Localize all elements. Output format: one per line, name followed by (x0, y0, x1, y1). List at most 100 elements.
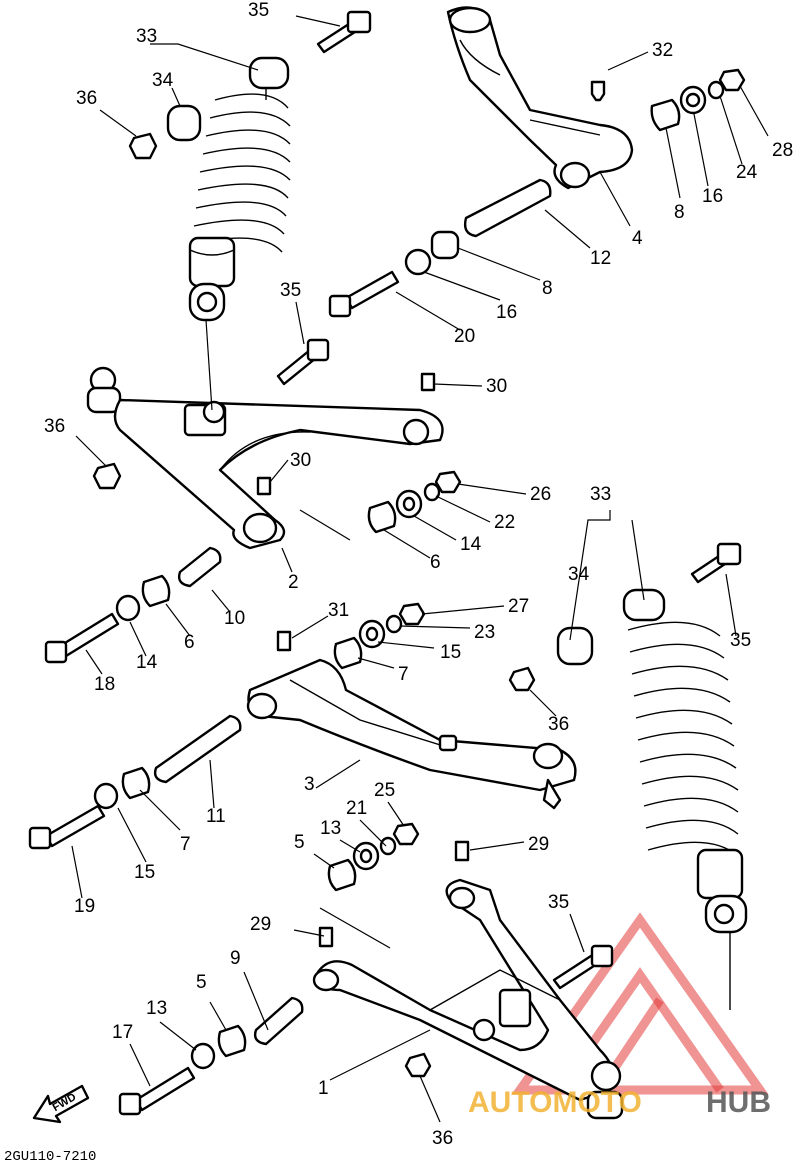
bushing-34-right (556, 626, 594, 666)
callout-16-mid: 16 (496, 302, 517, 323)
washer-16-mid (404, 248, 432, 276)
washer-21 (379, 836, 397, 856)
callout-8-top: 8 (674, 202, 685, 223)
callout-29-right: 29 (528, 834, 549, 855)
washer-14-left (115, 594, 141, 622)
nut-36-mid (92, 462, 122, 490)
bushing-6-right (367, 500, 397, 534)
callout-5-right: 5 (294, 832, 305, 853)
leader-lines (71, 15, 769, 1123)
callout-4: 4 (632, 228, 643, 249)
callout-15-right: 15 (440, 642, 461, 663)
callout-35-right: 35 (730, 630, 751, 651)
bushing-7-left (121, 766, 151, 800)
callout-32: 32 (652, 40, 673, 61)
bushing-7-right (333, 636, 363, 670)
grease-nipple-30-a (420, 372, 436, 392)
bolt-19 (44, 804, 106, 848)
callout-13-right: 13 (320, 818, 341, 839)
callout-6-left: 6 (184, 632, 195, 653)
bushing-8-upper (650, 98, 681, 132)
callout-1: 1 (318, 1078, 329, 1099)
callout-36-mid: 36 (44, 416, 65, 437)
callout-33-left: 33 (136, 26, 157, 47)
callout-17: 17 (112, 1022, 133, 1043)
callout-6-right: 6 (430, 552, 441, 573)
callout-27: 27 (508, 596, 529, 617)
shaft-10 (177, 546, 222, 588)
callout-10: 10 (224, 608, 245, 629)
callout-3: 3 (304, 774, 315, 795)
arm-3 (246, 658, 577, 810)
washer-22 (423, 482, 441, 502)
callout-21: 21 (346, 798, 367, 819)
callout-11: 11 (206, 806, 226, 827)
washer-23 (385, 614, 403, 634)
callout-18: 18 (94, 674, 115, 695)
callout-26: 26 (530, 484, 551, 505)
bolt-18 (58, 612, 120, 658)
nut-26 (434, 470, 462, 494)
grease-nipple-30-b (256, 476, 272, 496)
watermark-text-a: AUTOMOTO (468, 1086, 642, 1119)
washer-15-left (93, 782, 119, 810)
fwd-arrow (32, 1084, 90, 1124)
figure-code: 2GU110-7210 (4, 1149, 96, 1165)
callout-34-left: 34 (152, 70, 174, 91)
callout-9: 9 (230, 948, 241, 969)
callout-33-right: 33 (590, 484, 611, 505)
callout-28: 28 (772, 140, 793, 161)
callout-labels: 35 33 34 36 32 28 24 16 8 4 12 8 16 20 3… (44, 0, 793, 1149)
bolt-20 (344, 270, 400, 310)
washer-13-left (190, 1042, 216, 1070)
callout-12: 12 (590, 248, 611, 269)
callout-29-left: 29 (250, 914, 271, 935)
callout-30-mid: 30 (290, 450, 311, 471)
callout-16-top: 16 (702, 186, 723, 207)
callout-35-mid: 35 (280, 280, 301, 301)
callout-5-left: 5 (196, 972, 207, 993)
grease-nipple-29-left (318, 926, 334, 948)
shock-absorber-upper-left (188, 56, 291, 322)
nut-36 (128, 132, 158, 160)
bushing-5-right (327, 858, 357, 892)
nut-36-lower (404, 1052, 432, 1078)
callout-35-top: 35 (248, 0, 269, 21)
callout-30-top: 30 (486, 376, 507, 397)
watermark-text-b: HUB (706, 1086, 771, 1119)
shaft-9 (253, 996, 304, 1046)
nut-25 (392, 822, 420, 846)
callout-20: 20 (454, 326, 475, 347)
nut-28 (718, 68, 746, 92)
arm-4 (446, 6, 634, 190)
callout-7-right: 7 (398, 664, 409, 685)
callout-35-lower: 35 (548, 892, 569, 913)
nut-36-right (508, 666, 536, 692)
bushing-34 (166, 104, 202, 142)
callout-2: 2 (288, 572, 299, 593)
callout-15-left: 15 (134, 862, 155, 883)
arm-1 (312, 878, 624, 1120)
callout-8-mid: 8 (542, 278, 553, 299)
callout-7-left: 7 (180, 834, 191, 855)
bushing-5-left (217, 1024, 247, 1058)
arm-2 (86, 366, 444, 550)
callout-23: 23 (474, 622, 495, 643)
callout-36-top: 36 (76, 88, 97, 109)
callout-14-right: 14 (460, 534, 482, 555)
callout-34-right: 34 (568, 564, 590, 585)
bushing-6-left (141, 574, 171, 608)
nut-27 (398, 602, 426, 626)
shaft-11 (153, 714, 242, 784)
callout-14-left: 14 (136, 652, 158, 673)
callout-31: 31 (328, 600, 349, 621)
bushing-8-mid (430, 230, 460, 260)
callout-24: 24 (736, 162, 758, 183)
callout-25: 25 (374, 780, 395, 801)
callout-19: 19 (74, 896, 95, 917)
callout-22: 22 (494, 512, 515, 533)
callout-36-right: 36 (548, 714, 569, 735)
callout-36-lower: 36 (432, 1128, 453, 1149)
callout-13-left: 13 (146, 998, 167, 1019)
